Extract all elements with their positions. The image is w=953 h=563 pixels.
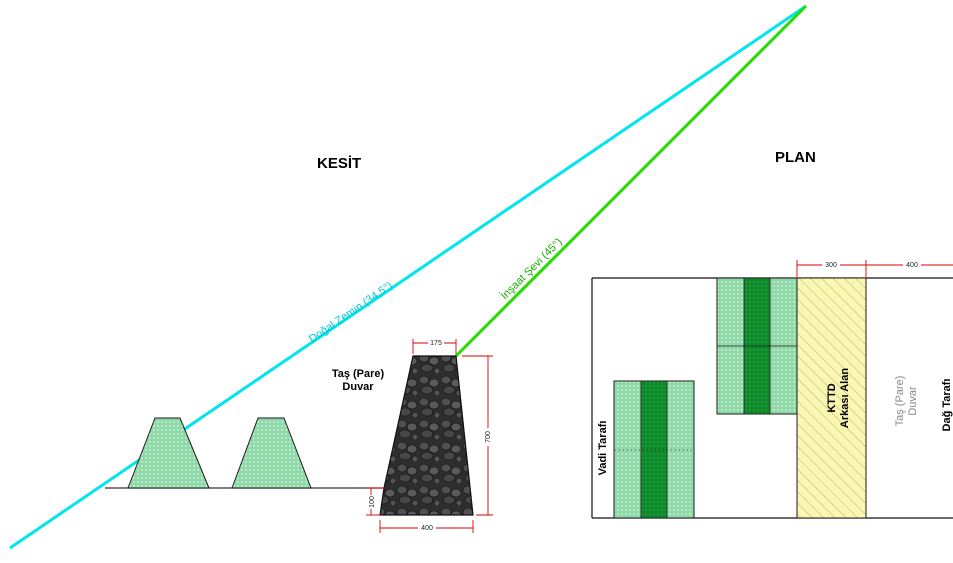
gabion-mound-left — [127, 417, 210, 489]
wall-label-line1: Taş (Pare) — [332, 368, 385, 380]
section-title: KESİT — [317, 155, 361, 172]
wall-label-line2: Duvar — [342, 381, 374, 393]
plan-wall-label-line2: Duvar — [907, 386, 919, 416]
section-dimensions: 175 700 400 100 — [366, 338, 493, 533]
valley-side-label: Vadi Tarafı — [597, 421, 609, 476]
plan-dim-300: 300 — [825, 262, 837, 269]
mountain-side-label: Dağ Tarafı — [941, 379, 953, 432]
dim-base: 400 — [421, 525, 433, 532]
dim-height: 700 — [485, 431, 492, 443]
backfill-label-line1: KTTD — [826, 383, 838, 412]
dim-top: 175 — [430, 340, 442, 347]
stone-wall-section — [379, 355, 474, 516]
plan-view: Vadi Tarafı KTTD Arkası Alan Taş (Pare) … — [591, 260, 953, 519]
gabion-mound-right — [231, 417, 312, 489]
natural-ground-label: Doğal Zemin (34,5°) — [307, 280, 395, 346]
plan-dim-400: 400 — [906, 262, 918, 269]
plan-title: PLAN — [775, 149, 816, 166]
excavation-slope-label: İnşaat Şevi (45°) — [498, 235, 565, 302]
excavation-slope-line — [453, 4, 808, 359]
plan-wall-label-line1: Taş (Pare) — [894, 376, 906, 427]
plan-backfill-area — [796, 277, 867, 519]
backfill-label-line2: Arkası Alan — [839, 368, 851, 428]
dim-footing: 100 — [369, 496, 376, 508]
